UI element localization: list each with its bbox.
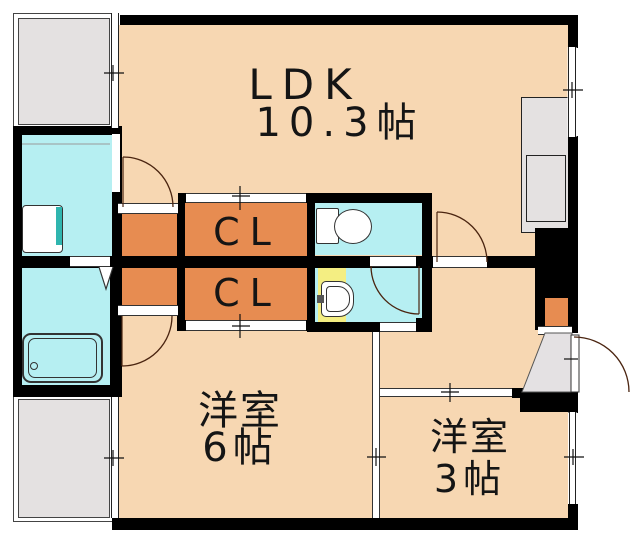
washroom-doorway [112,134,120,192]
wall-top [120,15,578,25]
wall-entry-block [535,228,578,298]
wall-bathroom-right [110,268,122,397]
label-closet-upper: CL [213,210,281,254]
storage-upper-door-opening [118,203,178,214]
closet-upper-sliding-door [186,193,306,203]
shoe-box [545,298,568,326]
wall-toilet-right [422,193,432,332]
wall-bath-balcony [13,385,122,397]
wall-closet-left [177,203,185,331]
label-room3-name: 洋室 [429,415,510,459]
label-ldk-size: 10.3帖 [255,100,425,146]
vanity-tap [317,295,324,303]
label-room6-size: 6帖 [202,425,278,471]
entry-floor [521,332,573,393]
closet-lower [185,268,307,320]
storage-lower-door-swing [121,315,173,367]
wall-right-corner [568,504,578,530]
wall-left [13,126,22,397]
storage-lower [118,268,178,305]
bathtub-inner [28,338,97,378]
toilet-bowl [334,209,372,244]
window-balcony-top [111,13,119,128]
ldk-hall-door-swing [436,211,488,263]
storage-lower-door-opening [118,305,178,316]
ldk-hall-door-opening [433,256,487,268]
balcony-bottom-left [18,399,110,518]
storage-upper [118,214,178,258]
bathroom-door-opening [70,256,110,267]
wall-washbasin-bottom-left [307,322,380,332]
bathroom-folding-door [98,266,114,291]
partition-room6-room3 [372,332,380,518]
label-room3-size: 3帖 [433,457,507,501]
closet-upper [185,203,307,256]
wall-washroom-right [112,134,122,268]
wall-bottom [112,518,578,530]
toilet-door-swing [370,265,420,315]
washing-machine-accent [56,207,62,245]
wall-shoebox-left [535,298,545,330]
wall-closet-right [307,193,315,332]
vanity-bowl-inner [326,286,350,312]
wall-washbasin-bottom-right [416,318,432,332]
label-closet-lower: CL [213,271,281,315]
kitchen-sink [526,155,566,222]
opening-ticks [104,65,584,466]
bathtub-drain [30,362,38,370]
label-ldk: LDK [248,60,362,109]
toilet-door-opening [370,256,416,267]
balcony-top-left [18,18,110,125]
front-door-swing [573,336,630,393]
wall-entry-bottom [520,392,578,412]
label-room6-name: 洋室 [198,388,282,434]
wall-right-upper [568,25,578,48]
washbasin-room-doorway [380,322,416,332]
front-door-leaf [570,334,580,393]
wall-balcony-washroom [13,126,122,135]
storage-upper-door-swing [122,156,174,208]
